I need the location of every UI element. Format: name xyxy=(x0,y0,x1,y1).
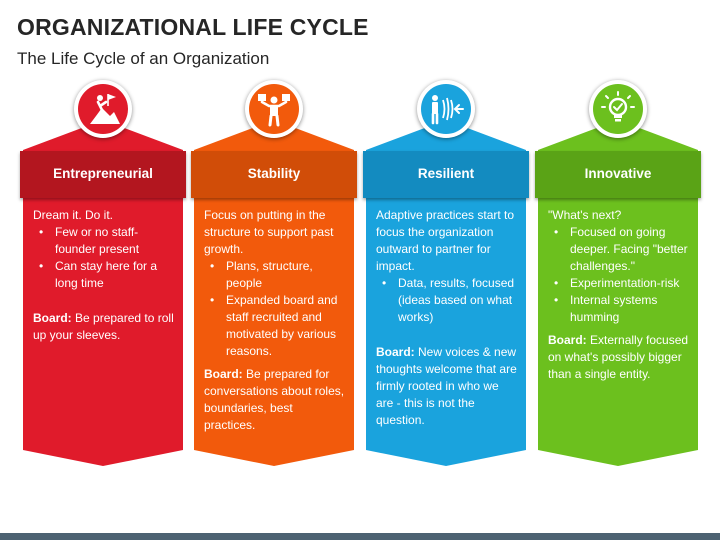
board-text: Be prepared for conversations about role… xyxy=(204,367,345,432)
bullet-item: Internal systems humming xyxy=(548,292,691,326)
stage-badge xyxy=(74,80,132,138)
stage-header: Resilient xyxy=(363,151,529,198)
bullet-item: Experimentation-risk xyxy=(548,275,691,292)
board-text: Externally focused on what's possibly bi… xyxy=(548,333,689,381)
board-label: Board: xyxy=(548,333,587,347)
stage-header: Stability xyxy=(191,151,357,198)
stage-content: Adaptive practices start to focus the or… xyxy=(376,207,519,429)
card-background xyxy=(23,120,183,466)
stage-content: "What's next? Focused on going deeper. F… xyxy=(548,207,691,383)
stage-header: Entrepreneurial xyxy=(20,151,186,198)
board-note: Board: Be prepared for conversations abo… xyxy=(204,366,347,434)
stage-title: Innovative xyxy=(584,166,652,181)
stage-content: Focus on putting in the structure to sup… xyxy=(204,207,347,434)
bullet-item: Expanded board and staff recruited and m… xyxy=(204,292,347,360)
stage-badge xyxy=(589,80,647,138)
stage-bullets: Data, results, focused (ideas based on w… xyxy=(376,275,519,326)
person-wave-resistance-icon xyxy=(431,95,464,125)
lightbulb-idea-icon xyxy=(601,91,635,122)
bullet-item: Plans, structure, people xyxy=(204,258,347,292)
board-note: Board: New voices & new thoughts welcome… xyxy=(376,344,519,429)
stage-card-entrepreneurial: Entrepreneurial Dream it. Do it. Few or … xyxy=(20,80,186,466)
board-label: Board: xyxy=(204,367,243,381)
bullet-item: Few or no staff-founder present xyxy=(33,224,176,258)
stage-bullets: Plans, structure, people Expanded board … xyxy=(204,258,347,360)
board-note: Board: Be prepared to roll up your sleev… xyxy=(33,310,176,344)
board-label: Board: xyxy=(376,345,415,359)
mountain-climber-flag-icon xyxy=(90,94,120,124)
stage-title: Stability xyxy=(247,166,301,181)
stage-intro: Focus on putting in the structure to sup… xyxy=(204,208,334,256)
stage-bullets: Few or no staff-founder present Can stay… xyxy=(33,224,176,292)
bullet-item: Can stay here for a long time xyxy=(33,258,176,292)
stage-content: Dream it. Do it. Few or no staff-founder… xyxy=(33,207,176,344)
stage-badge xyxy=(417,80,475,138)
stage-card-stability: Stability Focus on putting in the struct… xyxy=(191,80,357,466)
board-note: Board: Externally focused on what's poss… xyxy=(548,332,691,383)
stage-title: Entrepreneurial xyxy=(53,166,153,181)
stage-intro: Dream it. Do it. xyxy=(33,208,114,222)
person-lifting-boxes-icon xyxy=(258,94,290,127)
board-text: New voices & new thoughts welcome that a… xyxy=(376,345,517,427)
stage-header: Innovative xyxy=(535,151,701,198)
stage-title: Resilient xyxy=(417,166,475,181)
stage-bullets: Focused on going deeper. Facing "better … xyxy=(548,224,691,326)
page-title: ORGANIZATIONAL LIFE CYCLE xyxy=(17,14,369,40)
stage-badge xyxy=(245,80,303,138)
stage-intro: Adaptive practices start to focus the or… xyxy=(376,208,515,273)
stage-card-innovative: Innovative "What's next? Focused on goin… xyxy=(535,80,701,466)
board-label: Board: xyxy=(33,311,72,325)
board-text: Be prepared to roll up your sleeves. xyxy=(33,311,174,342)
bullet-item: Focused on going deeper. Facing "better … xyxy=(548,224,691,275)
bullet-item: Data, results, focused (ideas based on w… xyxy=(376,275,519,326)
footer-bar xyxy=(0,533,720,540)
stage-card-resilient: Resilient Adaptive practices start to fo… xyxy=(363,80,529,466)
page-subtitle: The Life Cycle of an Organization xyxy=(17,49,270,68)
stage-intro: "What's next? xyxy=(548,208,622,222)
card-shape xyxy=(23,120,183,466)
